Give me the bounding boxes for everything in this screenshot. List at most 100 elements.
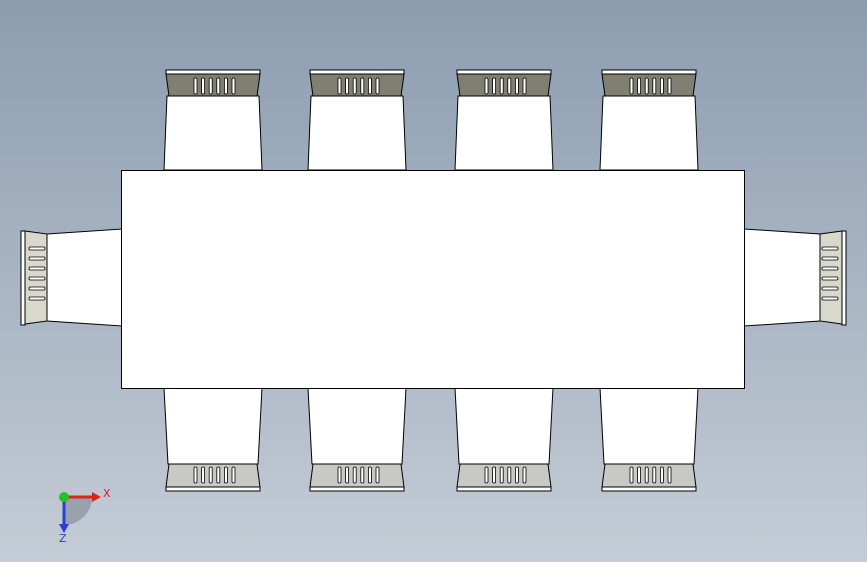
chair-back-rail (456, 69, 552, 75)
chair-back-rail (601, 69, 697, 75)
backrest-slat (352, 466, 357, 484)
chair-backrest (456, 73, 552, 97)
chair-seat (454, 387, 554, 465)
coordinate-triad: X Z (59, 487, 111, 545)
backrest-slat (821, 266, 839, 271)
backrest-slat (216, 77, 221, 95)
backrest-slat (484, 77, 489, 95)
backrest-slat (507, 77, 512, 95)
backrest-slat (352, 77, 357, 95)
backrest-slat (345, 77, 350, 95)
chairs-group (20, 69, 847, 492)
z-axis-label: Z (59, 532, 67, 545)
chair-bottom-1[interactable] (163, 387, 263, 492)
backrest-slat (231, 466, 236, 484)
chair-backrest (456, 463, 552, 488)
backrest-slat (821, 296, 839, 301)
x-axis-arrowhead (92, 492, 101, 502)
triad-shadow (64, 497, 92, 525)
backrest-slat (360, 466, 365, 484)
chair-back-rail (456, 486, 552, 492)
z-axis-arrowhead (59, 524, 69, 533)
backrest-slat (629, 77, 634, 95)
backrest-slat (231, 77, 236, 95)
backrest-slat (193, 77, 198, 95)
backrest-slat (223, 77, 228, 95)
backrest-slat (208, 77, 213, 95)
chair-backrest (165, 73, 261, 97)
chair-top-1[interactable] (163, 69, 263, 171)
backrest-slat (522, 77, 527, 95)
backrest-slat (345, 466, 350, 484)
chair-seat (163, 95, 263, 171)
backrest-slat (201, 77, 206, 95)
x-axis-label: X (103, 487, 111, 500)
chair-seat (163, 387, 263, 465)
y-axis-arrow-end (59, 492, 69, 502)
backrest-slat (821, 276, 839, 281)
chair-top-3[interactable] (454, 69, 554, 171)
backrest-slat (667, 466, 672, 484)
chair-back-rail (165, 69, 261, 75)
backrest-slat (629, 466, 634, 484)
chair-backrest (601, 463, 697, 488)
backrest-slat (28, 246, 46, 251)
backrest-slat (515, 466, 519, 484)
chair-back-rail (20, 230, 26, 326)
chair-seat (743, 228, 821, 327)
chair-backrest (165, 463, 261, 488)
backrest-slat (637, 466, 641, 484)
backrest-slat (367, 466, 372, 484)
chair-backrest (309, 73, 405, 97)
table-top[interactable] (121, 170, 745, 389)
backrest-slat (367, 77, 372, 95)
backrest-slat (193, 466, 198, 484)
chair-left[interactable] (20, 228, 123, 327)
backrest-slat (667, 77, 672, 95)
chair-backrest (309, 463, 405, 488)
chair-seat (307, 95, 407, 171)
backrest-slat (660, 466, 664, 484)
backrest-slat (360, 77, 365, 95)
backrest-slat (201, 466, 206, 484)
backrest-slat (821, 246, 839, 251)
backrest-slat (216, 466, 221, 484)
backrest-slat (660, 77, 664, 95)
backrest-slat (28, 256, 46, 261)
chair-seat (46, 228, 123, 327)
backrest-slat (208, 466, 213, 484)
chair-bottom-3[interactable] (454, 387, 554, 492)
backrest-slat (492, 466, 497, 484)
chair-bottom-4[interactable] (599, 387, 699, 492)
chair-seat (599, 387, 699, 465)
backrest-slat (507, 466, 512, 484)
backrest-slat (515, 77, 519, 95)
chair-back-rail (601, 486, 697, 492)
chair-seat (307, 387, 407, 465)
backrest-slat (821, 286, 839, 291)
chair-top-2[interactable] (307, 69, 407, 171)
backrest-slat (652, 77, 657, 95)
backrest-slat (644, 466, 649, 484)
backrest-slat (821, 256, 839, 261)
backrest-slat (223, 466, 228, 484)
backrest-slat (652, 466, 657, 484)
chair-back-rail (309, 486, 405, 492)
chair-seat (599, 95, 699, 171)
chair-right[interactable] (743, 228, 847, 327)
backrest-slat (484, 466, 489, 484)
backrest-slat (644, 77, 649, 95)
backrest-slat (28, 276, 46, 281)
backrest-slat (337, 77, 342, 95)
backrest-slat (492, 77, 497, 95)
backrest-slat (522, 466, 527, 484)
backrest-slat (499, 77, 504, 95)
backrest-slat (499, 466, 504, 484)
backrest-slat (637, 77, 641, 95)
chair-seat (454, 95, 554, 171)
chair-back-rail (841, 230, 847, 326)
chair-top-4[interactable] (599, 69, 699, 171)
chair-bottom-2[interactable] (307, 387, 407, 492)
